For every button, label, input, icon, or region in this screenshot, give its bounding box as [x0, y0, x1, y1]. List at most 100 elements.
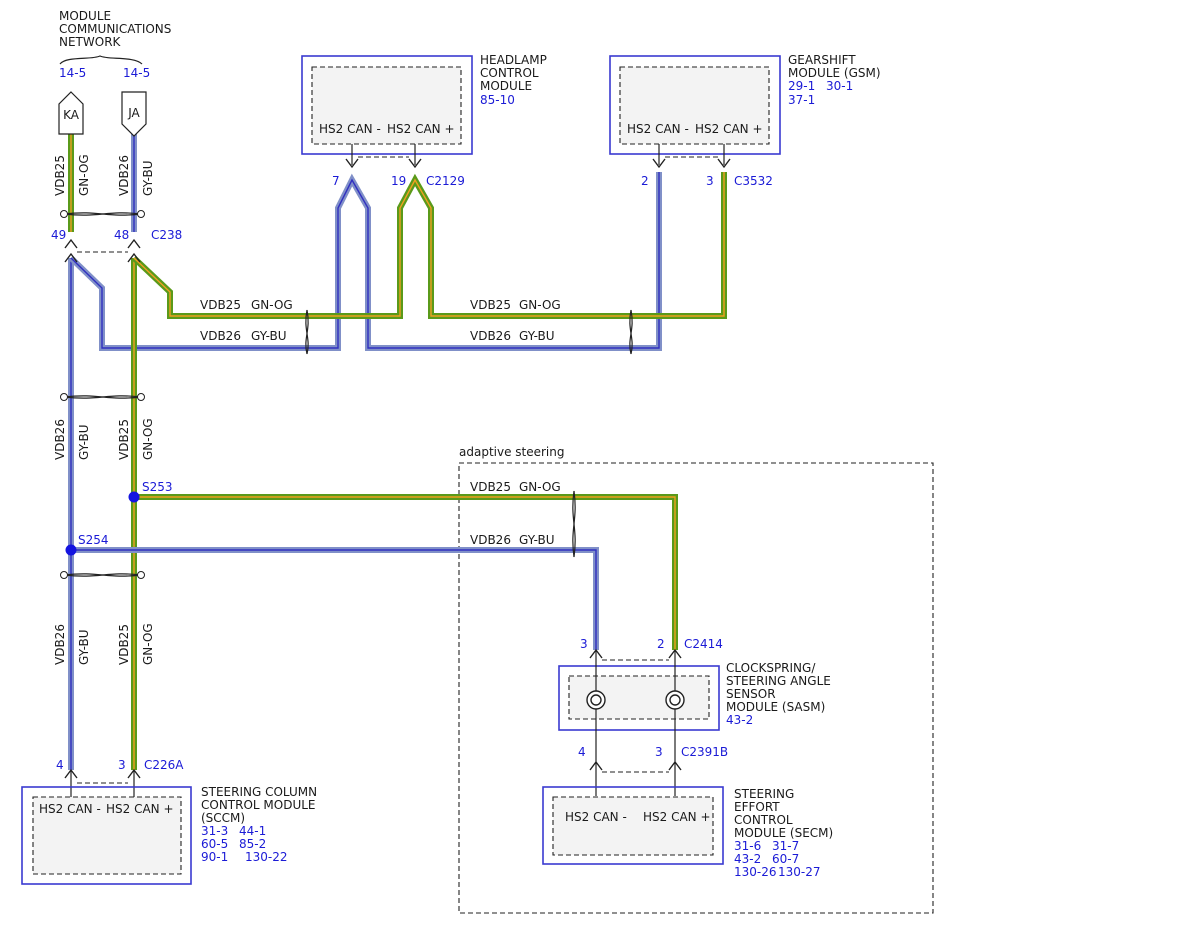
sccm-ref-3: 60-5 [201, 837, 228, 851]
sasm-name-4: MODULE (SASM) [726, 700, 825, 714]
gsm-pin-minus: HS2 CAN - [627, 122, 689, 136]
twist-marker-adaptive-run [572, 490, 576, 558]
sccm-pin-num-3: 3 [118, 758, 126, 772]
splice-s254-dot [65, 544, 77, 556]
wire-s254-gy-bu [71, 547, 599, 650]
secm-ref-6: 130-27 [778, 865, 821, 879]
network-ref-ka: 14-5 [59, 66, 86, 80]
hwire-vdb26-right: VDB26 [470, 329, 511, 343]
clockspring-sasm: 3 2 C2414 CLOCKSPRING/ STEERING ANGLE SE… [558, 637, 831, 796]
wire-label-vdb26-top: VDB26 [117, 155, 131, 196]
secm-pin-plus: HS2 CAN + [643, 810, 711, 824]
c238-pin-48: 48 [114, 228, 129, 242]
sasm-pin-num-3: 3 [580, 637, 588, 651]
gsm-pin-num-2: 2 [641, 174, 649, 188]
wire-label-gy-bu-mid: GY-BU [77, 424, 91, 460]
secm-pin-num-4: 4 [578, 745, 586, 759]
sccm-connector: C226A [144, 758, 184, 772]
sccm-pin-plus: HS2 CAN + [106, 802, 174, 816]
gsm-connector: C3532 [734, 174, 773, 188]
headlamp-name-2: CONTROL [480, 66, 539, 80]
secm-ref-5: 130-26 [734, 865, 777, 879]
sasm-pin-num-2: 2 [657, 637, 665, 651]
gsm-pin-plus: HS2 CAN + [695, 122, 763, 136]
tag-ka-shape [58, 91, 84, 135]
headlamp-name-3: MODULE [480, 79, 532, 93]
sccm-name-1: STEERING COLUMN [201, 785, 317, 799]
sccm-ref-4: 85-2 [239, 837, 266, 851]
gsm-name-1: GEARSHIFT [788, 53, 856, 67]
sccm-name-3: (SCCM) [201, 811, 245, 825]
sccm-ref-5: 90-1 [201, 850, 228, 864]
secm-ref-1: 31-6 [734, 839, 761, 853]
hwire-gy-bu-left: GY-BU [251, 329, 287, 343]
secm-name-1: STEERING [734, 787, 794, 801]
adaptive-steering-region [458, 462, 934, 914]
gsm-ref-2: 30-1 [826, 79, 853, 93]
headlamp-pin-num-19: 19 [391, 174, 406, 188]
sccm-ref-1: 31-3 [201, 824, 228, 838]
headlamp-name-1: HEADLAMP [480, 53, 547, 67]
sasm-name-1: CLOCKSPRING/ [726, 661, 816, 675]
hwire-gn-og-adaptive: GN-OG [519, 480, 561, 494]
wire-label-vdb25-mid: VDB25 [117, 419, 131, 460]
wire-label-vdb25-top: VDB25 [53, 155, 67, 196]
hwire-vdb26-adaptive: VDB26 [470, 533, 511, 547]
sccm-pin-minus: HS2 CAN - [39, 802, 101, 816]
network-title-line-2: COMMUNICATIONS [59, 22, 171, 36]
wire-gy-bu-to-headlamp-gsm [68, 172, 662, 351]
sasm-connector: C2414 [684, 637, 723, 651]
sccm-ref-6: 130-22 [245, 850, 288, 864]
secm-ref-3: 43-2 [734, 852, 761, 866]
secm-pin-minus: HS2 CAN - [565, 810, 627, 824]
hwire-vdb25-left: VDB25 [200, 298, 241, 312]
headlamp-connector: C2129 [426, 174, 465, 188]
network-brace [59, 55, 143, 65]
wire-label-gn-og-low: GN-OG [141, 623, 155, 665]
hwire-vdb25-adaptive: VDB25 [470, 480, 511, 494]
adaptive-steering-label: adaptive steering [459, 445, 565, 459]
tag-ja-shape [121, 91, 147, 137]
steering-column-control-module: 4 3 C226A HS2 CAN - HS2 CAN + STEERING C… [21, 758, 317, 885]
wire-label-gy-bu-top: GY-BU [141, 160, 155, 196]
secm-ref-4: 60-7 [772, 852, 799, 866]
sccm-name-2: CONTROL MODULE [201, 798, 316, 812]
sasm-name-2: STEERING ANGLE [726, 674, 831, 688]
wire-group [68, 134, 727, 770]
secm-name-3: CONTROL [734, 813, 793, 827]
headlamp-ref: 85-10 [480, 93, 515, 107]
secm-name-4: MODULE (SECM) [734, 826, 833, 840]
network-header: MODULE COMMUNICATIONS NETWORK 14-5 14-5 … [58, 9, 171, 137]
network-ref-ja: 14-5 [123, 66, 150, 80]
wire-label-gy-bu-low: GY-BU [77, 629, 91, 665]
wire-s253-gn-og [134, 494, 678, 650]
c238-pin-49: 49 [51, 228, 66, 242]
sccm-pin-num-4: 4 [56, 758, 64, 772]
headlamp-pin-num-7: 7 [332, 174, 340, 188]
twist-marker-gsm-run [629, 309, 633, 355]
network-title-line-1: MODULE [59, 9, 111, 23]
twist-marker-headlamp-run [305, 309, 309, 355]
headlamp-pin-plus: HS2 CAN + [387, 122, 455, 136]
wire-label-vdb26-mid: VDB26 [53, 419, 67, 460]
twist-marker-mid [60, 393, 145, 401]
network-title-line-3: NETWORK [59, 35, 122, 49]
hwire-gn-og-right: GN-OG [519, 298, 561, 312]
gsm-pin-num-3: 3 [706, 174, 714, 188]
twist-marker-low [60, 571, 145, 579]
twist-markers [60, 210, 633, 579]
gsm-ref-3: 37-1 [788, 93, 815, 107]
tag-ka-label: KA [63, 108, 80, 122]
wire-gn-og-to-headlamp-gsm [131, 172, 727, 319]
steering-effort-control-module: 4 3 C2391B HS2 CAN - HS2 CAN + STEERING … [542, 745, 833, 879]
twist-marker-top [60, 210, 145, 218]
secm-name-2: EFFORT [734, 800, 780, 814]
hwire-gn-og-left: GN-OG [251, 298, 293, 312]
c238-label: C238 [151, 228, 182, 242]
hwire-vdb25-right: VDB25 [470, 298, 511, 312]
hwire-gy-bu-adaptive: GY-BU [519, 533, 555, 547]
secm-ref-2: 31-7 [772, 839, 799, 853]
gsm-name-2: MODULE (GSM) [788, 66, 881, 80]
splice-s253-label: S253 [142, 480, 173, 494]
